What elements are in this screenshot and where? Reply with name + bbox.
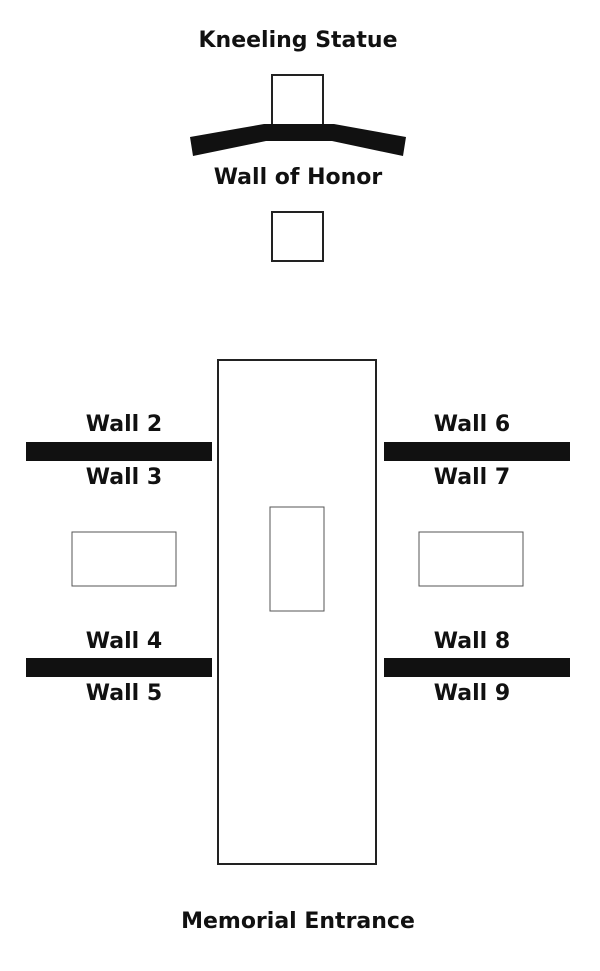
wall-of-honor-bar	[190, 124, 406, 156]
wall-bar-right-upper	[384, 442, 570, 461]
wall-7-label: Wall 7	[433, 465, 511, 490]
central-walkway	[217, 359, 377, 865]
wall-3-label: Wall 3	[85, 465, 163, 490]
wall-6-label: Wall 6	[433, 412, 511, 437]
wall-bar-right-lower	[384, 658, 570, 677]
statue-pedestal	[271, 74, 324, 127]
wall-5-label: Wall 5	[85, 681, 163, 706]
bench-left	[71, 531, 177, 587]
memorial-entrance-label: Memorial Entrance	[181, 909, 415, 934]
wall-of-honor-label: Wall of Honor	[213, 165, 383, 190]
wall-2-label: Wall 2	[85, 412, 163, 437]
center-plaque	[269, 506, 325, 612]
kneeling-statue-label: Kneeling Statue	[198, 28, 398, 53]
honor-marker-square	[271, 211, 324, 262]
wall-8-label: Wall 8	[433, 629, 511, 654]
bench-right	[418, 531, 524, 587]
wall-4-label: Wall 4	[85, 629, 163, 654]
wall-9-label: Wall 9	[433, 681, 511, 706]
wall-bar-left-lower	[26, 658, 212, 677]
wall-bar-left-upper	[26, 442, 212, 461]
